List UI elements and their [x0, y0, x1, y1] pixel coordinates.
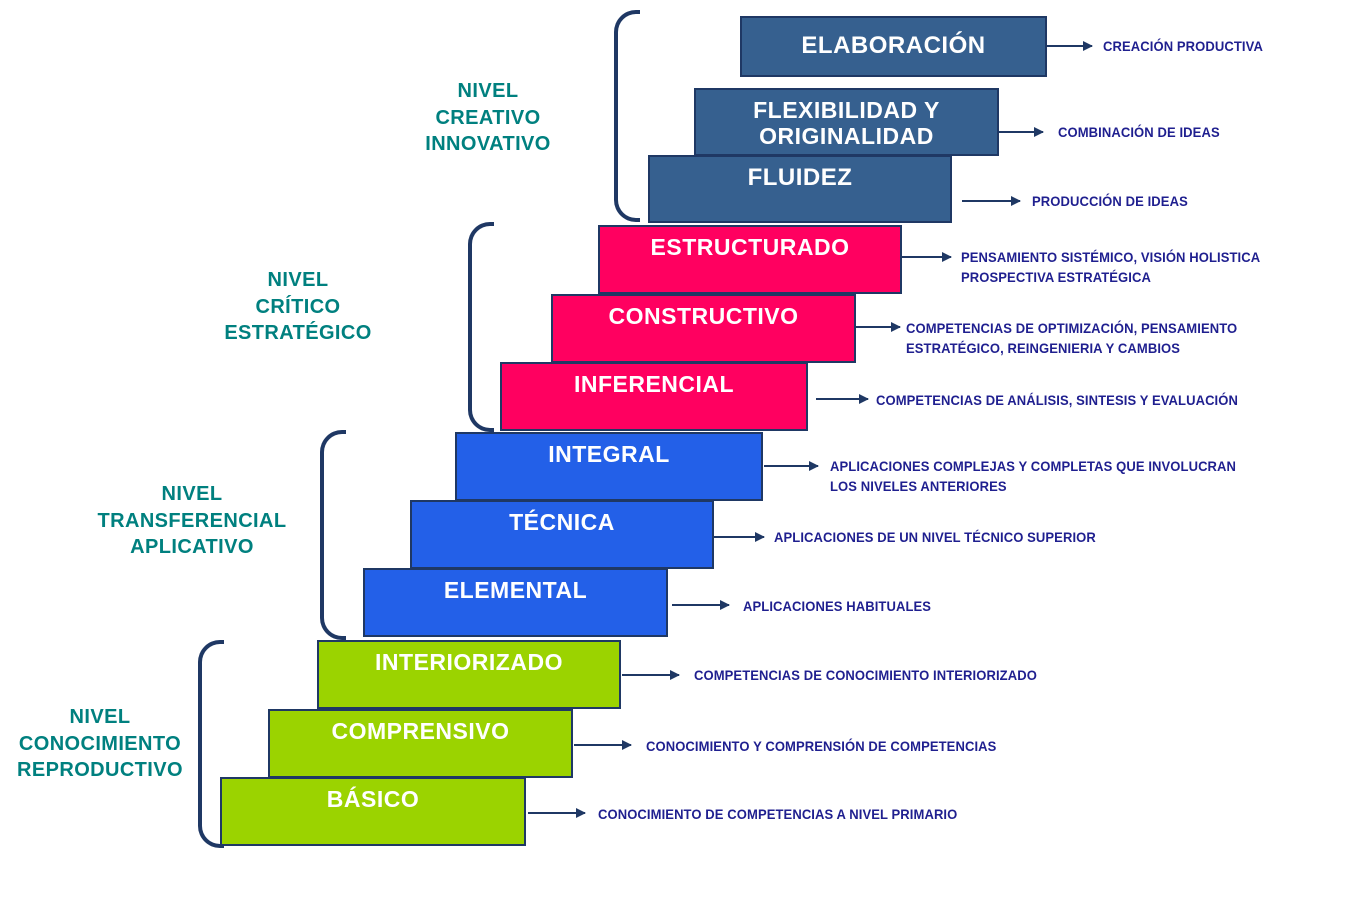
- description-tecnica: APLICACIONES DE UN NIVEL TÉCNICO SUPERIO…: [774, 529, 1096, 545]
- step-flexibilidad-originalidad[interactable]: FLEXIBILIDAD Y ORIGINALIDAD: [694, 88, 999, 156]
- step-label-interiorizado: INTERIORIZADO: [375, 649, 563, 675]
- arrow-estructurado: [901, 252, 952, 262]
- step-label-integral: INTEGRAL: [548, 441, 670, 467]
- step-basico[interactable]: BÁSICO: [220, 777, 526, 846]
- arrow-interiorizado: [622, 670, 680, 680]
- description-flexibilidad-originalidad: COMBINACIÓN DE IDEAS: [1058, 124, 1220, 140]
- level-label-transferencial-aplicativo: NIVEL TRANSFERENCIAL APLICATIVO: [97, 483, 287, 559]
- arrow-flexibilidad-originalidad: [998, 127, 1044, 137]
- arrow-fluidez: [962, 196, 1021, 206]
- arrow-integral: [764, 461, 819, 471]
- arrow-basico: [528, 808, 586, 818]
- description-constructivo: COMPETENCIAS DE OPTIMIZACIÓN, PENSAMIENT…: [906, 320, 1238, 357]
- description-inferencial: COMPETENCIAS DE ANÁLISIS, SINTESIS Y EVA…: [876, 392, 1239, 408]
- step-inferencial[interactable]: INFERENCIAL: [500, 362, 808, 431]
- step-comprensivo[interactable]: COMPRENSIVO: [268, 709, 573, 778]
- arrow-elemental: [672, 600, 730, 610]
- step-label-tecnica: TÉCNICA: [509, 509, 615, 535]
- arrow-constructivo: [855, 322, 901, 332]
- description-basico: CONOCIMIENTO DE COMPETENCIAS A NIVEL PRI…: [598, 806, 958, 822]
- description-fluidez: PRODUCCIÓN DE IDEAS: [1032, 193, 1188, 209]
- description-integral: APLICACIONES COMPLEJAS Y COMPLETAS QUE I…: [830, 458, 1237, 495]
- step-estructurado[interactable]: ESTRUCTURADO: [598, 225, 902, 294]
- brace-creativo-innovativo: [614, 10, 640, 222]
- arrow-tecnica: [714, 532, 765, 542]
- step-elemental[interactable]: ELEMENTAL: [363, 568, 668, 637]
- description-comprensivo: CONOCIMIENTO Y COMPRENSIÓN DE COMPETENCI…: [646, 738, 997, 754]
- step-label-inferencial: INFERENCIAL: [573, 371, 735, 397]
- step-fluidez[interactable]: FLUIDEZ: [648, 155, 952, 223]
- level-label-conocimiento-reproductivo: NIVEL CONOCIMIENTO REPRODUCTIVO: [17, 706, 183, 782]
- brace-critico-estrategico: [468, 222, 494, 432]
- step-label-comprensivo: COMPRENSIVO: [331, 718, 510, 744]
- arrow-comprensivo: [574, 740, 632, 750]
- description-estructurado: PENSAMIENTO SISTÉMICO, VISIÓN HOLISTICA …: [961, 249, 1261, 286]
- brace-transferencial-aplicativo: [320, 430, 346, 640]
- arrow-elaboracion: [1047, 41, 1093, 51]
- step-tecnica[interactable]: TÉCNICA: [410, 500, 714, 569]
- step-label-elaboracion: ELABORACIÓN: [801, 32, 986, 60]
- step-integral[interactable]: INTEGRAL: [455, 432, 763, 501]
- brace-conocimiento-reproductivo: [198, 640, 224, 848]
- step-label-flexibilidad-originalidad: FLEXIBILIDAD Y ORIGINALIDAD: [753, 97, 940, 149]
- step-label-constructivo: CONSTRUCTIVO: [608, 303, 799, 329]
- step-interiorizado[interactable]: INTERIORIZADO: [317, 640, 621, 709]
- description-elaboracion: CREACIÓN PRODUCTIVA: [1103, 38, 1263, 54]
- step-label-basico: BÁSICO: [326, 786, 420, 812]
- step-constructivo[interactable]: CONSTRUCTIVO: [551, 294, 856, 363]
- description-elemental: APLICACIONES HABITUALES: [743, 598, 932, 614]
- description-interiorizado: COMPETENCIAS DE CONOCIMIENTO INTERIORIZA…: [694, 667, 1037, 683]
- level-label-creativo-innovativo: NIVEL CREATIVO INNOVATIVO: [425, 80, 551, 156]
- step-label-estructurado: ESTRUCTURADO: [650, 234, 850, 260]
- step-elaboracion[interactable]: ELABORACIÓN: [740, 16, 1047, 77]
- step-label-fluidez: FLUIDEZ: [747, 164, 853, 191]
- arrow-inferencial: [816, 394, 869, 404]
- level-label-critico-estrategico: NIVEL CRÍTICO ESTRATÉGICO: [224, 269, 372, 345]
- step-label-elemental: ELEMENTAL: [443, 577, 588, 603]
